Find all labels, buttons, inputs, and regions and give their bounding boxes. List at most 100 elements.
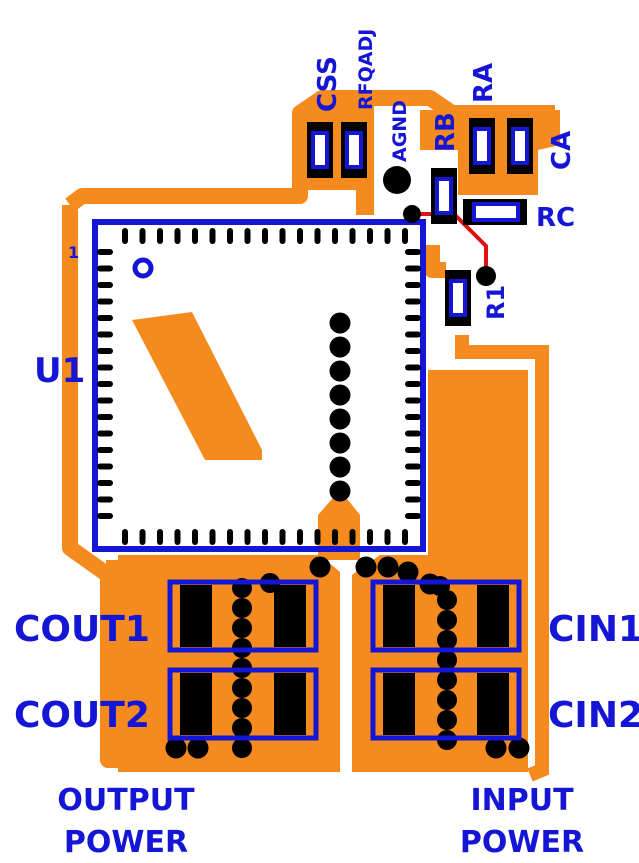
label-output-power-2: POWER [64,825,188,860]
u1-pin [405,381,421,387]
via [232,618,252,638]
via [383,166,411,194]
u1-pin [262,228,268,244]
vias [165,166,530,759]
u1-pin [174,228,181,244]
u1-pin [405,496,421,503]
u1-pin [405,331,421,338]
copper-right-strip [455,335,549,782]
u1-pin [97,480,113,486]
u1-outline [92,219,426,552]
u1-pin [405,298,421,305]
u1-pin [384,228,391,244]
label-ra: RA [469,63,499,103]
via [508,737,530,759]
smd-part [307,122,333,178]
u1-pin [97,414,113,420]
u1-pin [244,529,251,545]
bulk-capacitor [370,667,522,741]
u1-package [92,219,426,552]
u1-pin [122,529,128,545]
u1-pin [139,529,146,545]
label-cin2: CIN2 [548,695,639,736]
label-cin1: CIN1 [548,609,639,650]
u1-pin [157,529,163,545]
u1-pin [349,228,356,244]
u1-pin [97,331,113,338]
via [437,650,457,670]
label-input-power-2: POWER [460,825,584,860]
u1-pin [297,529,303,545]
u1-pin [192,529,198,545]
u1-pin [97,265,113,272]
via [476,266,496,286]
bulk-capacitor [370,579,522,653]
u1-pin [227,228,233,244]
u1-pin [405,480,421,486]
via [232,738,252,758]
u1-pin [97,381,113,387]
u1-pin [314,529,321,545]
u1-pin [97,315,113,321]
u1-pin [405,348,421,354]
u1-pin [405,447,421,453]
u1-pin [405,364,421,371]
u1-pin [97,282,113,288]
label-rfqadj: RFQADJ [355,29,377,110]
u1-pin [402,228,408,244]
label-output-power-1: OUTPUT [57,783,195,818]
u1-pin [405,430,421,437]
label-input-power-1: INPUT [470,783,574,818]
via [232,598,252,618]
u1-pin [405,463,421,470]
u1-pin [402,529,408,545]
label-cout2: COUT2 [14,695,150,736]
u1-pin [97,447,113,453]
smd-part [463,199,527,225]
u1-pin [405,513,421,519]
smd-components [307,118,533,326]
u1-pin [405,315,421,321]
copper-left-edge [62,200,78,545]
u1-pin [122,228,128,244]
u1-pin [97,298,113,305]
u1-pin [97,430,113,437]
u1-pin [97,364,113,371]
u1-pin [174,529,181,545]
u1-pin [314,228,321,244]
via [430,576,450,596]
label-pin1: 1 [68,243,79,262]
via [232,678,252,698]
via [329,312,351,334]
u1-pin [384,529,391,545]
u1-pin [97,397,113,404]
pin1-marker-icon [132,257,154,279]
u1-pin [349,529,356,545]
smd-part [431,168,457,224]
via [329,456,351,478]
smd-part [341,122,367,178]
via [232,718,252,738]
u1-pin [367,228,373,244]
via [329,336,351,358]
u1-pin [405,282,421,288]
u1-pin [262,529,268,545]
bulk-capacitor [167,579,319,653]
via [437,710,457,730]
label-u1: U1 [34,351,85,391]
u1-pin [97,249,113,255]
via [165,737,187,759]
u1-pin [405,265,421,272]
via [232,698,252,718]
via [437,610,457,630]
via [377,556,399,578]
copper-thermal-diagonal [132,312,262,460]
via [329,432,351,454]
u1-pin [405,397,421,404]
u1-pin [97,513,113,519]
copper-center-spoke [318,490,360,560]
copper-output-tab [106,560,120,760]
u1-pin [192,228,198,244]
via [329,360,351,382]
u1-pin [209,529,216,545]
